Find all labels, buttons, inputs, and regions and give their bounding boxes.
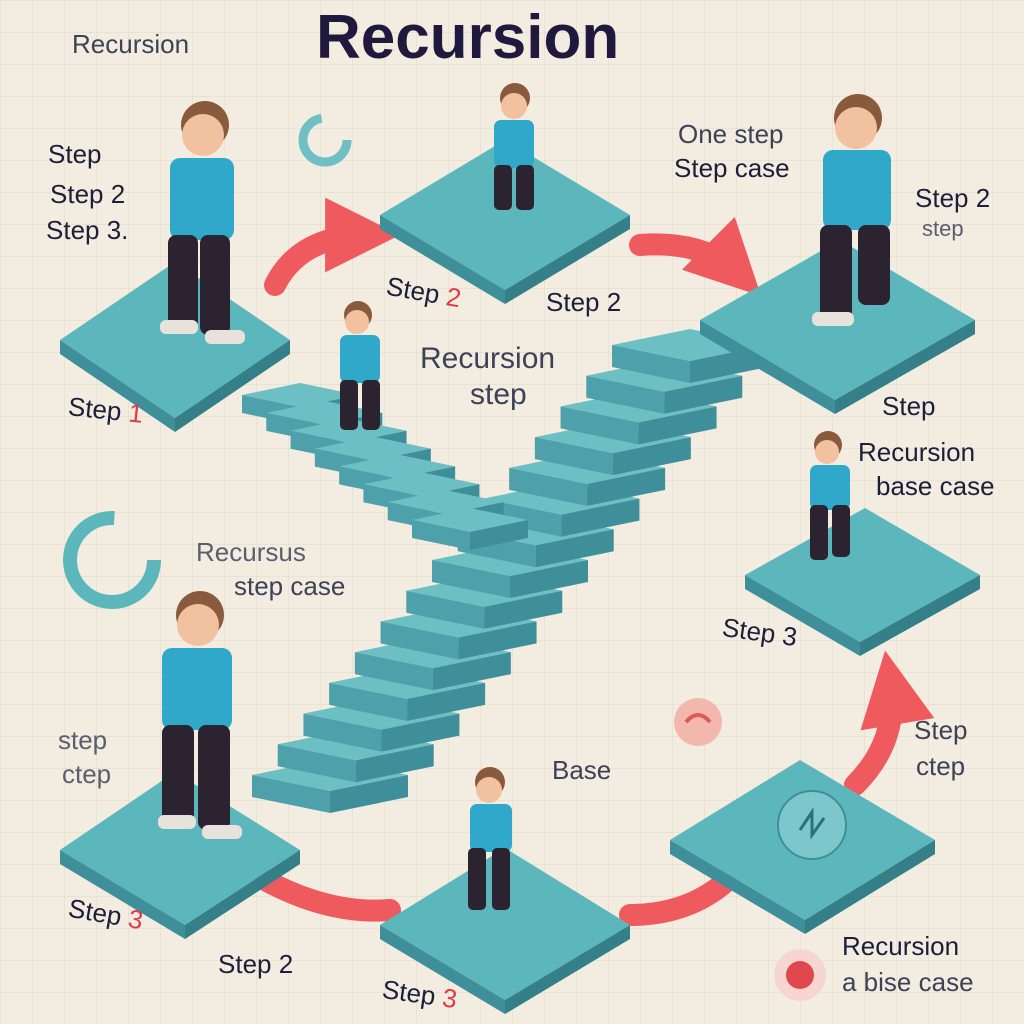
label-top-right-one: One step: [678, 119, 784, 149]
person-top-right: [812, 94, 891, 326]
label-right-step: Step: [882, 391, 936, 421]
stair-long-step-side: [612, 345, 690, 383]
label-mid-step2-b: Step 2: [546, 287, 622, 317]
label-left-lower-ctep: ctep: [62, 759, 112, 789]
label-base: Base: [552, 755, 612, 785]
label-left-step3: Step 3.: [46, 215, 129, 245]
platform-top-left: [60, 262, 290, 432]
platform-top-center: [380, 140, 630, 304]
stair-long-step-side: [509, 467, 588, 506]
stair-long-step-front: [664, 375, 743, 414]
person-right-middle: [810, 431, 850, 560]
stair-long-step-side: [380, 621, 459, 660]
platform-right-middle: [745, 508, 980, 656]
label-recursus: Recursus: [196, 537, 306, 567]
stair-long-step-side: [560, 406, 639, 445]
pink-swirl-icon: [674, 698, 722, 746]
arrow-right-up: [844, 650, 935, 796]
label-right-lower-ctep: ctep: [916, 751, 966, 781]
pink-badge-icon: [774, 949, 826, 1001]
person-top-center: [494, 83, 534, 210]
stair-short-step-front: [470, 520, 528, 550]
stair-long-step-side: [354, 652, 433, 691]
label-right-step-faint: step: [922, 216, 964, 241]
stair-short-step-side: [412, 520, 470, 550]
label-right-recursion: Recursion: [858, 437, 976, 467]
label-right-step2: Step 2: [915, 183, 991, 213]
stair-long-step-front: [381, 713, 460, 752]
person-bottom-center: [468, 767, 512, 910]
stair-long-step-front: [638, 406, 717, 445]
arrow-top-left: [264, 197, 400, 296]
recursion-icon: [777, 790, 847, 860]
stair-long-step-front: [510, 560, 588, 598]
stair-long-step-side: [534, 437, 613, 476]
stair-long-step-side: [406, 590, 485, 629]
stair-long-step-front: [587, 467, 666, 506]
stair-long-step-front: [330, 775, 408, 813]
refresh-icon: [298, 113, 352, 167]
stair-long-step-side: [586, 375, 665, 414]
diagram-title: Recursion: [316, 3, 620, 72]
label-step-case: step case: [234, 571, 346, 601]
label-bottom-right-recursion: Recursion: [842, 931, 960, 961]
stair-long-step-front: [355, 744, 434, 783]
stair-long-step-side: [277, 744, 356, 783]
arrow-bottom-right: [619, 867, 741, 926]
stair-long-step-front: [561, 498, 640, 537]
stair-long-step-front: [612, 437, 691, 476]
person-bottom-left: [158, 591, 242, 839]
stair-long-step-front: [432, 652, 511, 691]
flow-arrows: [254, 197, 935, 926]
label-center-recursion: Recursion: [420, 342, 556, 375]
person-top-left: [160, 101, 245, 344]
stair-long-step-side: [252, 775, 330, 813]
person-stairs: [340, 301, 380, 430]
staircases: [242, 329, 768, 813]
platform-bottom-center: [380, 848, 630, 1014]
label-right-lower-step: Step: [914, 715, 968, 745]
label-center-step: step: [470, 378, 527, 411]
platform-bottom-left: [60, 772, 300, 939]
label-top-left-corner: Recursion: [72, 29, 190, 59]
label-left-lower-step: step: [58, 725, 108, 755]
label-right-base-case: base case: [876, 471, 995, 501]
stair-long-step-front: [484, 590, 563, 629]
stair-short-step: [387, 490, 504, 515]
stair-long-step-front: [458, 621, 537, 660]
stair-long-step-front: [535, 529, 614, 568]
stair-long-step-side: [329, 682, 408, 721]
label-bottom-right-base-case: a bise case: [842, 967, 974, 997]
label-left-step2: Step 2: [50, 179, 126, 209]
label-left-step: Step: [48, 139, 102, 169]
stair-long-step-side: [432, 560, 510, 598]
label-bottom-step2: Step 2: [218, 949, 294, 979]
label-top-right-case: Step case: [674, 153, 790, 183]
stair-long-step-side: [303, 713, 382, 752]
arrow-top-right: [629, 216, 762, 297]
arrow-bottom-left: [254, 869, 401, 922]
circular-arrow-icon: [63, 511, 161, 609]
stair-long-step-front: [407, 682, 486, 721]
